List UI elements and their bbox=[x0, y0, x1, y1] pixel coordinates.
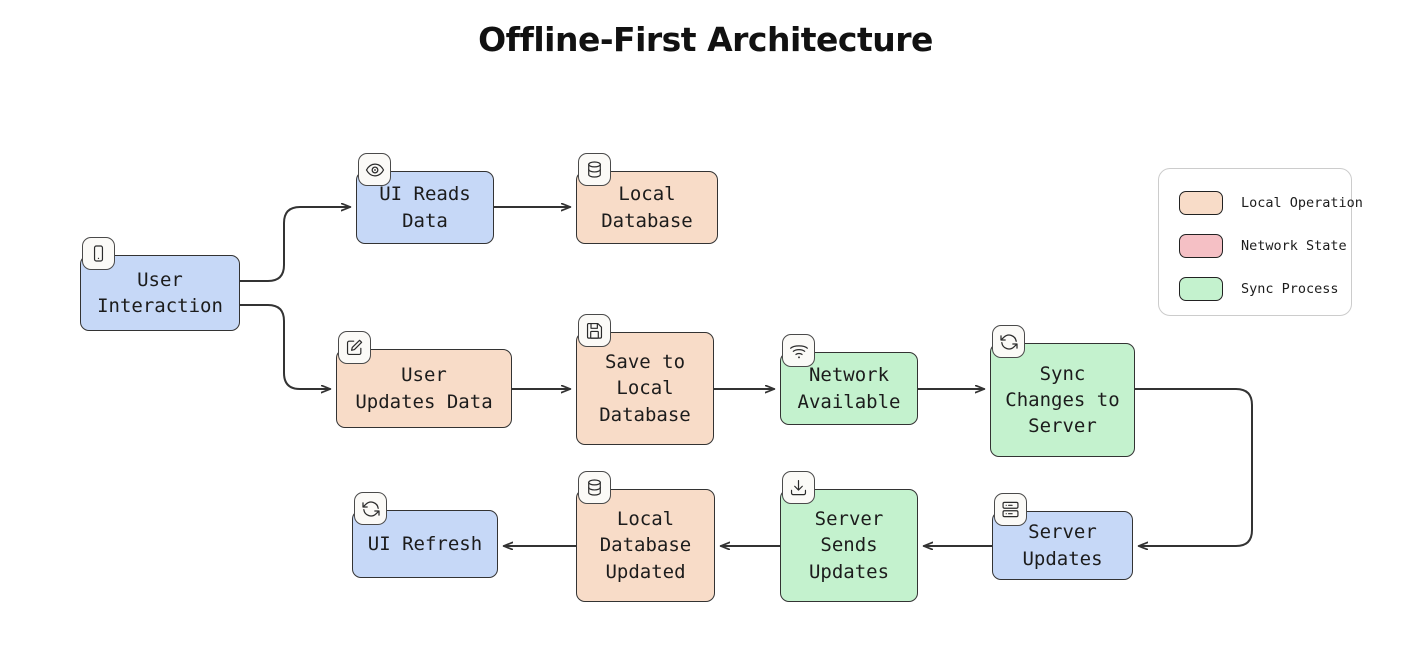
legend-item: Network State bbox=[1179, 234, 1347, 258]
node-label: Server Updates bbox=[1022, 521, 1103, 570]
node-label: User Updates Data bbox=[355, 364, 493, 413]
database-icon bbox=[578, 471, 611, 504]
node-network-available[interactable]: Network Available bbox=[780, 352, 918, 425]
node-local-database-updated[interactable]: Local Database Updated bbox=[576, 489, 715, 602]
edge-sync-changes-to-server-to-server-updates bbox=[1134, 388, 1253, 546]
legend-label-sync-process: Sync Process bbox=[1241, 281, 1339, 297]
node-label: Network Available bbox=[797, 364, 901, 413]
database-icon bbox=[578, 153, 611, 186]
node-label: Local Database bbox=[601, 183, 693, 232]
download-icon bbox=[782, 471, 815, 504]
node-server-sends-updates[interactable]: Server Sends Updates bbox=[780, 489, 918, 602]
legend-swatch-network-state bbox=[1179, 234, 1223, 258]
server-icon bbox=[994, 493, 1027, 526]
smartphone-icon bbox=[82, 237, 115, 270]
legend-swatch-local-operation bbox=[1179, 191, 1223, 215]
legend-swatch-sync-process bbox=[1179, 277, 1223, 301]
wifi-icon bbox=[782, 334, 815, 367]
edge-user-interaction-to-user-updates-data bbox=[239, 304, 330, 389]
sync-icon bbox=[992, 325, 1025, 358]
eye-icon bbox=[358, 153, 391, 186]
node-label: Server Sends Updates bbox=[808, 508, 890, 583]
page-title: Offline-First Architecture bbox=[478, 20, 933, 59]
node-label: UI Reads Data bbox=[379, 183, 471, 232]
edge-user-interaction-to-ui-reads-data bbox=[239, 207, 350, 282]
legend-item: Sync Process bbox=[1179, 277, 1339, 301]
node-label: UI Refresh bbox=[367, 532, 483, 555]
node-label: Save to Local Database bbox=[599, 351, 691, 426]
save-icon bbox=[578, 314, 611, 347]
node-sync-changes-to-server[interactable]: Sync Changes to Server bbox=[990, 343, 1135, 457]
node-save-to-local-database[interactable]: Save to Local Database bbox=[576, 332, 714, 445]
legend: Local Operation Network State Sync Proce… bbox=[1158, 168, 1363, 316]
edit-icon bbox=[338, 331, 371, 364]
legend-label-network-state: Network State bbox=[1241, 238, 1347, 254]
legend-label-local-operation: Local Operation bbox=[1241, 195, 1363, 211]
legend-item: Local Operation bbox=[1179, 191, 1363, 215]
node-label: User Interaction bbox=[97, 268, 223, 317]
node-label: Local Database Updated bbox=[599, 508, 692, 583]
node-label: Sync Changes to Server bbox=[1005, 362, 1120, 438]
sync-icon bbox=[354, 492, 387, 525]
